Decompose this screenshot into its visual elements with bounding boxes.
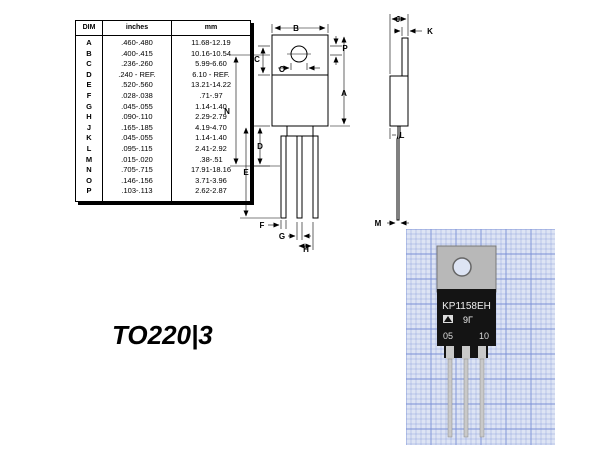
mm-cell: 2.62-2.87	[171, 186, 251, 202]
photo-lead-2	[463, 358, 469, 438]
mm-cell: .71-.97	[171, 90, 251, 102]
mm-cell: 17.91-18.16	[171, 165, 251, 176]
label-E: E	[243, 168, 249, 177]
lead-3	[312, 135, 319, 219]
label-G: G	[279, 232, 285, 241]
mm-cell: 1.14-1.40	[171, 133, 251, 144]
mm-cell: 13.21-14.22	[171, 80, 251, 91]
front-view	[271, 34, 329, 219]
mm-cell: 2.41-2.92	[171, 143, 251, 155]
front-dimensions	[230, 24, 350, 250]
mm-cell: 10.16-10.54	[171, 48, 251, 60]
table-row: F.028-.038.71-.97	[75, 90, 251, 102]
label-P: P	[342, 44, 348, 53]
mm-cell: 6.10 - REF.	[171, 69, 251, 81]
mm-cell: 2.29-2.79	[171, 112, 251, 123]
mm-cell: 3.71-3.96	[171, 175, 251, 187]
side-tab-outline	[401, 37, 409, 77]
front-dimension-labels: B C O P A N D E F G H	[224, 24, 348, 254]
mm-cell: 11.68-12.19	[171, 35, 251, 49]
label-K: K	[427, 27, 433, 36]
mm-cell: .38-.51	[171, 154, 251, 166]
table-header-row: DIM inches mm	[75, 20, 251, 36]
body-outline	[271, 74, 329, 127]
lead-shoulders	[286, 125, 314, 137]
label-D: D	[257, 142, 263, 151]
label-H: H	[303, 245, 309, 254]
photo-lead-3	[479, 358, 485, 438]
lead-2	[296, 135, 303, 219]
photo-marking-part-number: KP1158EH	[442, 301, 491, 312]
label-M: M	[375, 219, 382, 228]
side-body-outline	[389, 75, 409, 127]
lead-1	[280, 135, 287, 219]
mm-cell: 4.19-4.70	[171, 122, 251, 134]
component-photo: KP1158EH 9Г 05 10	[406, 229, 555, 445]
photo-lead-2-shoulder	[462, 346, 470, 359]
photo-lead-1-shoulder	[446, 346, 454, 359]
col-header-dim: DIM	[75, 20, 103, 36]
table-row: D.240 - REF.6.10 - REF.	[75, 69, 251, 81]
label-A: A	[341, 89, 347, 98]
label-N: N	[224, 107, 230, 116]
col-header-mm: mm	[171, 20, 251, 36]
label-J: J	[396, 15, 400, 24]
logo-mark	[444, 316, 452, 322]
side-lead	[396, 126, 401, 221]
label-B: B	[293, 24, 299, 33]
photo-marking-date-a: 05	[443, 331, 453, 341]
mm-cell: 5.99-6.60	[171, 59, 251, 70]
photo-tab-hole	[452, 257, 472, 277]
photo-marking-code: 9Г	[463, 315, 473, 325]
label-C: C	[254, 55, 260, 64]
side-dimension-labels: J K L M	[375, 15, 433, 228]
label-O: O	[279, 65, 285, 74]
label-L: L	[400, 131, 405, 140]
photo-marking-date-b: 10	[479, 331, 489, 341]
side-view	[389, 37, 409, 221]
photo-canvas: KP1158EH 9Г 05 10	[406, 229, 555, 445]
photo-lead-1	[447, 358, 453, 438]
photo-lead-3-shoulder	[478, 346, 486, 359]
table-row: M.015-.020.38-.51	[75, 154, 251, 166]
package-title: TO220|3	[112, 320, 213, 350]
side-dimensions	[387, 14, 422, 226]
mm-cell: 1.14-1.40	[171, 101, 251, 113]
label-F: F	[260, 221, 265, 230]
